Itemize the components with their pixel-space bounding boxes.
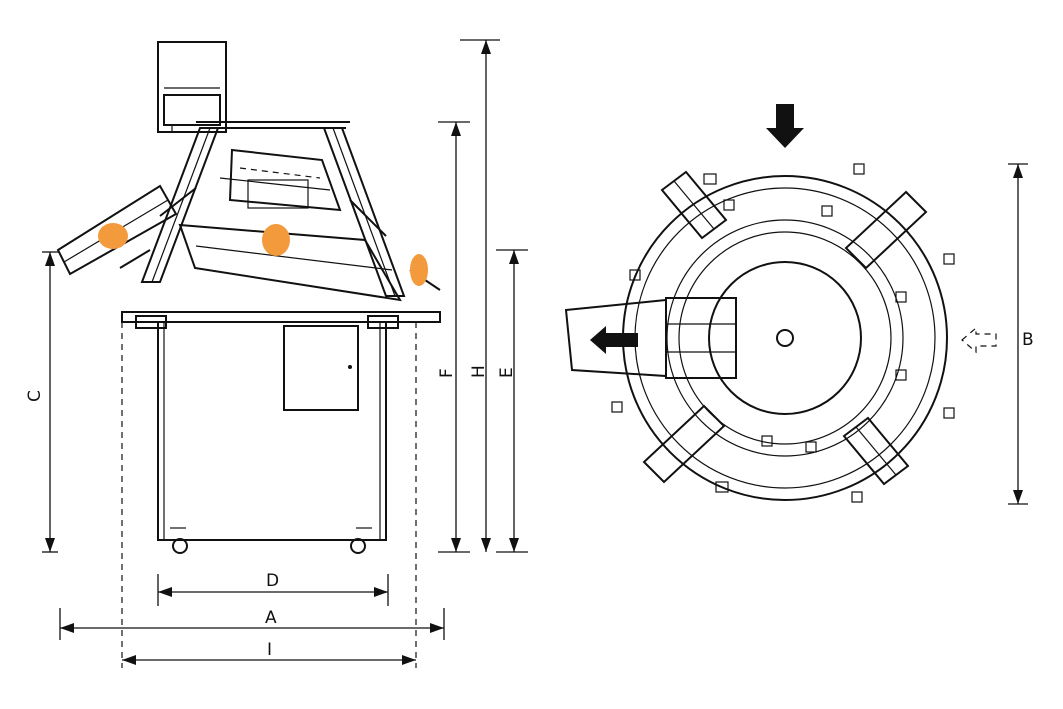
- frame-legs: [140, 127, 406, 297]
- side-view: [56, 41, 441, 668]
- cross-braces: [642, 170, 928, 486]
- wheel: [172, 538, 188, 554]
- output-arrow-icon: [590, 326, 638, 354]
- dim-label-d: D: [266, 571, 279, 591]
- dim-label-h: H: [469, 365, 489, 378]
- dim-label-e: E: [497, 367, 517, 378]
- dim-label-a: A: [265, 608, 277, 628]
- rim-clamps: [611, 163, 955, 503]
- base-plate: [121, 311, 441, 329]
- cabinet: [157, 321, 387, 541]
- side-dimensions: C D A I F H: [25, 39, 528, 665]
- wheel: [350, 538, 366, 554]
- dim-label-b: B: [1022, 330, 1034, 350]
- dough-piece: [410, 254, 428, 286]
- dim-label-f: F: [437, 368, 457, 378]
- top-dimensions: B: [1008, 163, 1034, 505]
- control-box: [157, 41, 227, 133]
- dim-label-c: C: [25, 390, 45, 402]
- outfeed-chute-top: [564, 297, 737, 379]
- dough-piece: [262, 224, 290, 256]
- cone-bowl: [178, 148, 402, 302]
- feed-arrow-icon: [766, 104, 804, 148]
- top-plate: [196, 121, 350, 129]
- dim-label-i: I: [267, 640, 272, 660]
- rotation-arrow-icon: [961, 326, 997, 354]
- top-view: [564, 104, 997, 503]
- dough-piece: [98, 223, 128, 249]
